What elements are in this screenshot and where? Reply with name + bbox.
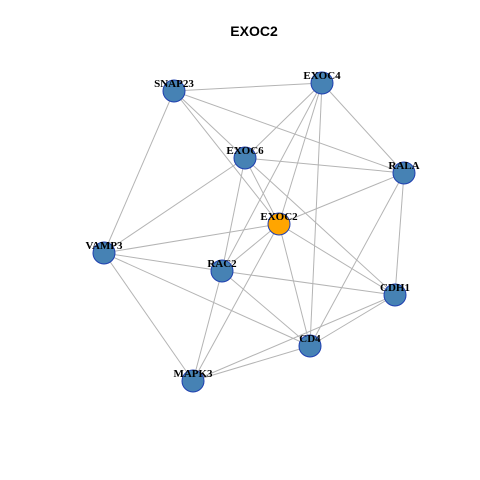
edge-rac2-cdh1	[221, 270, 396, 296]
edge-snap23-exoc2	[173, 90, 280, 225]
node-circle[interactable]	[210, 259, 234, 283]
edge-exoc4-exoc6	[244, 82, 323, 159]
edge-snap23-exoc6	[173, 90, 246, 159]
edge-cdh1-cd4	[309, 294, 396, 347]
node-snap23[interactable]: SNAP23	[154, 78, 194, 103]
edge-exoc6-exoc2	[244, 157, 280, 225]
edge-cd4-mapk3	[192, 345, 311, 382]
node-rala[interactable]: RALA	[388, 160, 420, 185]
edge-exoc6-rala	[244, 157, 405, 174]
node-label: CD4	[299, 333, 321, 345]
edge-exoc4-exoc2	[278, 82, 323, 225]
node-circle[interactable]	[392, 161, 416, 185]
edge-exoc4-cd4	[309, 82, 323, 347]
node-label: EXOC2	[260, 211, 298, 223]
edge-rala-exoc2	[278, 172, 405, 225]
edge-exoc4-rala	[321, 82, 405, 174]
edge-exoc6-cdh1	[244, 157, 396, 296]
node-cdh1[interactable]: CDH1	[380, 282, 410, 307]
node-label: VAMP3	[85, 240, 123, 252]
edge-rac2-cd4	[221, 270, 311, 347]
node-exoc4[interactable]: EXOC4	[303, 70, 341, 95]
edge-snap23-rala	[173, 90, 405, 174]
edge-snap23-exoc4	[173, 82, 323, 92]
diagram-title: EXOC2	[230, 23, 278, 39]
node-label: EXOC6	[226, 145, 264, 157]
node-label: MAPK3	[173, 368, 213, 380]
edge-vamp3-rac2	[103, 252, 223, 272]
edge-exoc6-vamp3	[103, 157, 246, 254]
node-exoc6[interactable]: EXOC6	[226, 145, 264, 170]
edge-rala-cd4	[309, 172, 405, 347]
node-rac2[interactable]: RAC2	[207, 258, 237, 283]
node-circle[interactable]	[310, 71, 334, 95]
edge-exoc2-vamp3	[103, 223, 280, 254]
edge-vamp3-mapk3	[103, 252, 194, 382]
edge-rac2-mapk3	[192, 270, 223, 382]
edge-cdh1-mapk3	[192, 294, 396, 382]
edge-vamp3-cd4	[103, 252, 311, 347]
edge-exoc2-cd4	[278, 223, 311, 347]
edge-exoc2-mapk3	[192, 223, 280, 382]
node-label: EXOC4	[303, 70, 341, 82]
edge-exoc2-rac2	[221, 223, 280, 272]
node-label: CDH1	[380, 282, 410, 294]
edge-rala-cdh1	[394, 172, 405, 296]
node-circle[interactable]	[233, 146, 257, 170]
node-label: RALA	[388, 160, 419, 172]
edge-exoc4-rac2	[221, 82, 323, 272]
node-circle[interactable]	[267, 212, 291, 236]
node-label: SNAP23	[154, 78, 194, 90]
node-circle[interactable]	[92, 241, 116, 265]
node-circle[interactable]	[298, 334, 322, 358]
node-circle[interactable]	[181, 369, 205, 393]
node-cd4[interactable]: CD4	[298, 333, 322, 358]
node-label: RAC2	[207, 258, 237, 270]
node-vamp3[interactable]: VAMP3	[85, 240, 123, 265]
node-circle[interactable]	[383, 283, 407, 307]
edge-snap23-vamp3	[103, 90, 175, 254]
node-mapk3[interactable]: MAPK3	[173, 368, 213, 393]
node-circle[interactable]	[162, 79, 186, 103]
edge-layer	[103, 82, 405, 382]
node-exoc2[interactable]: EXOC2	[260, 211, 298, 236]
edge-exoc6-rac2	[221, 157, 246, 272]
edge-exoc2-cdh1	[278, 223, 396, 296]
